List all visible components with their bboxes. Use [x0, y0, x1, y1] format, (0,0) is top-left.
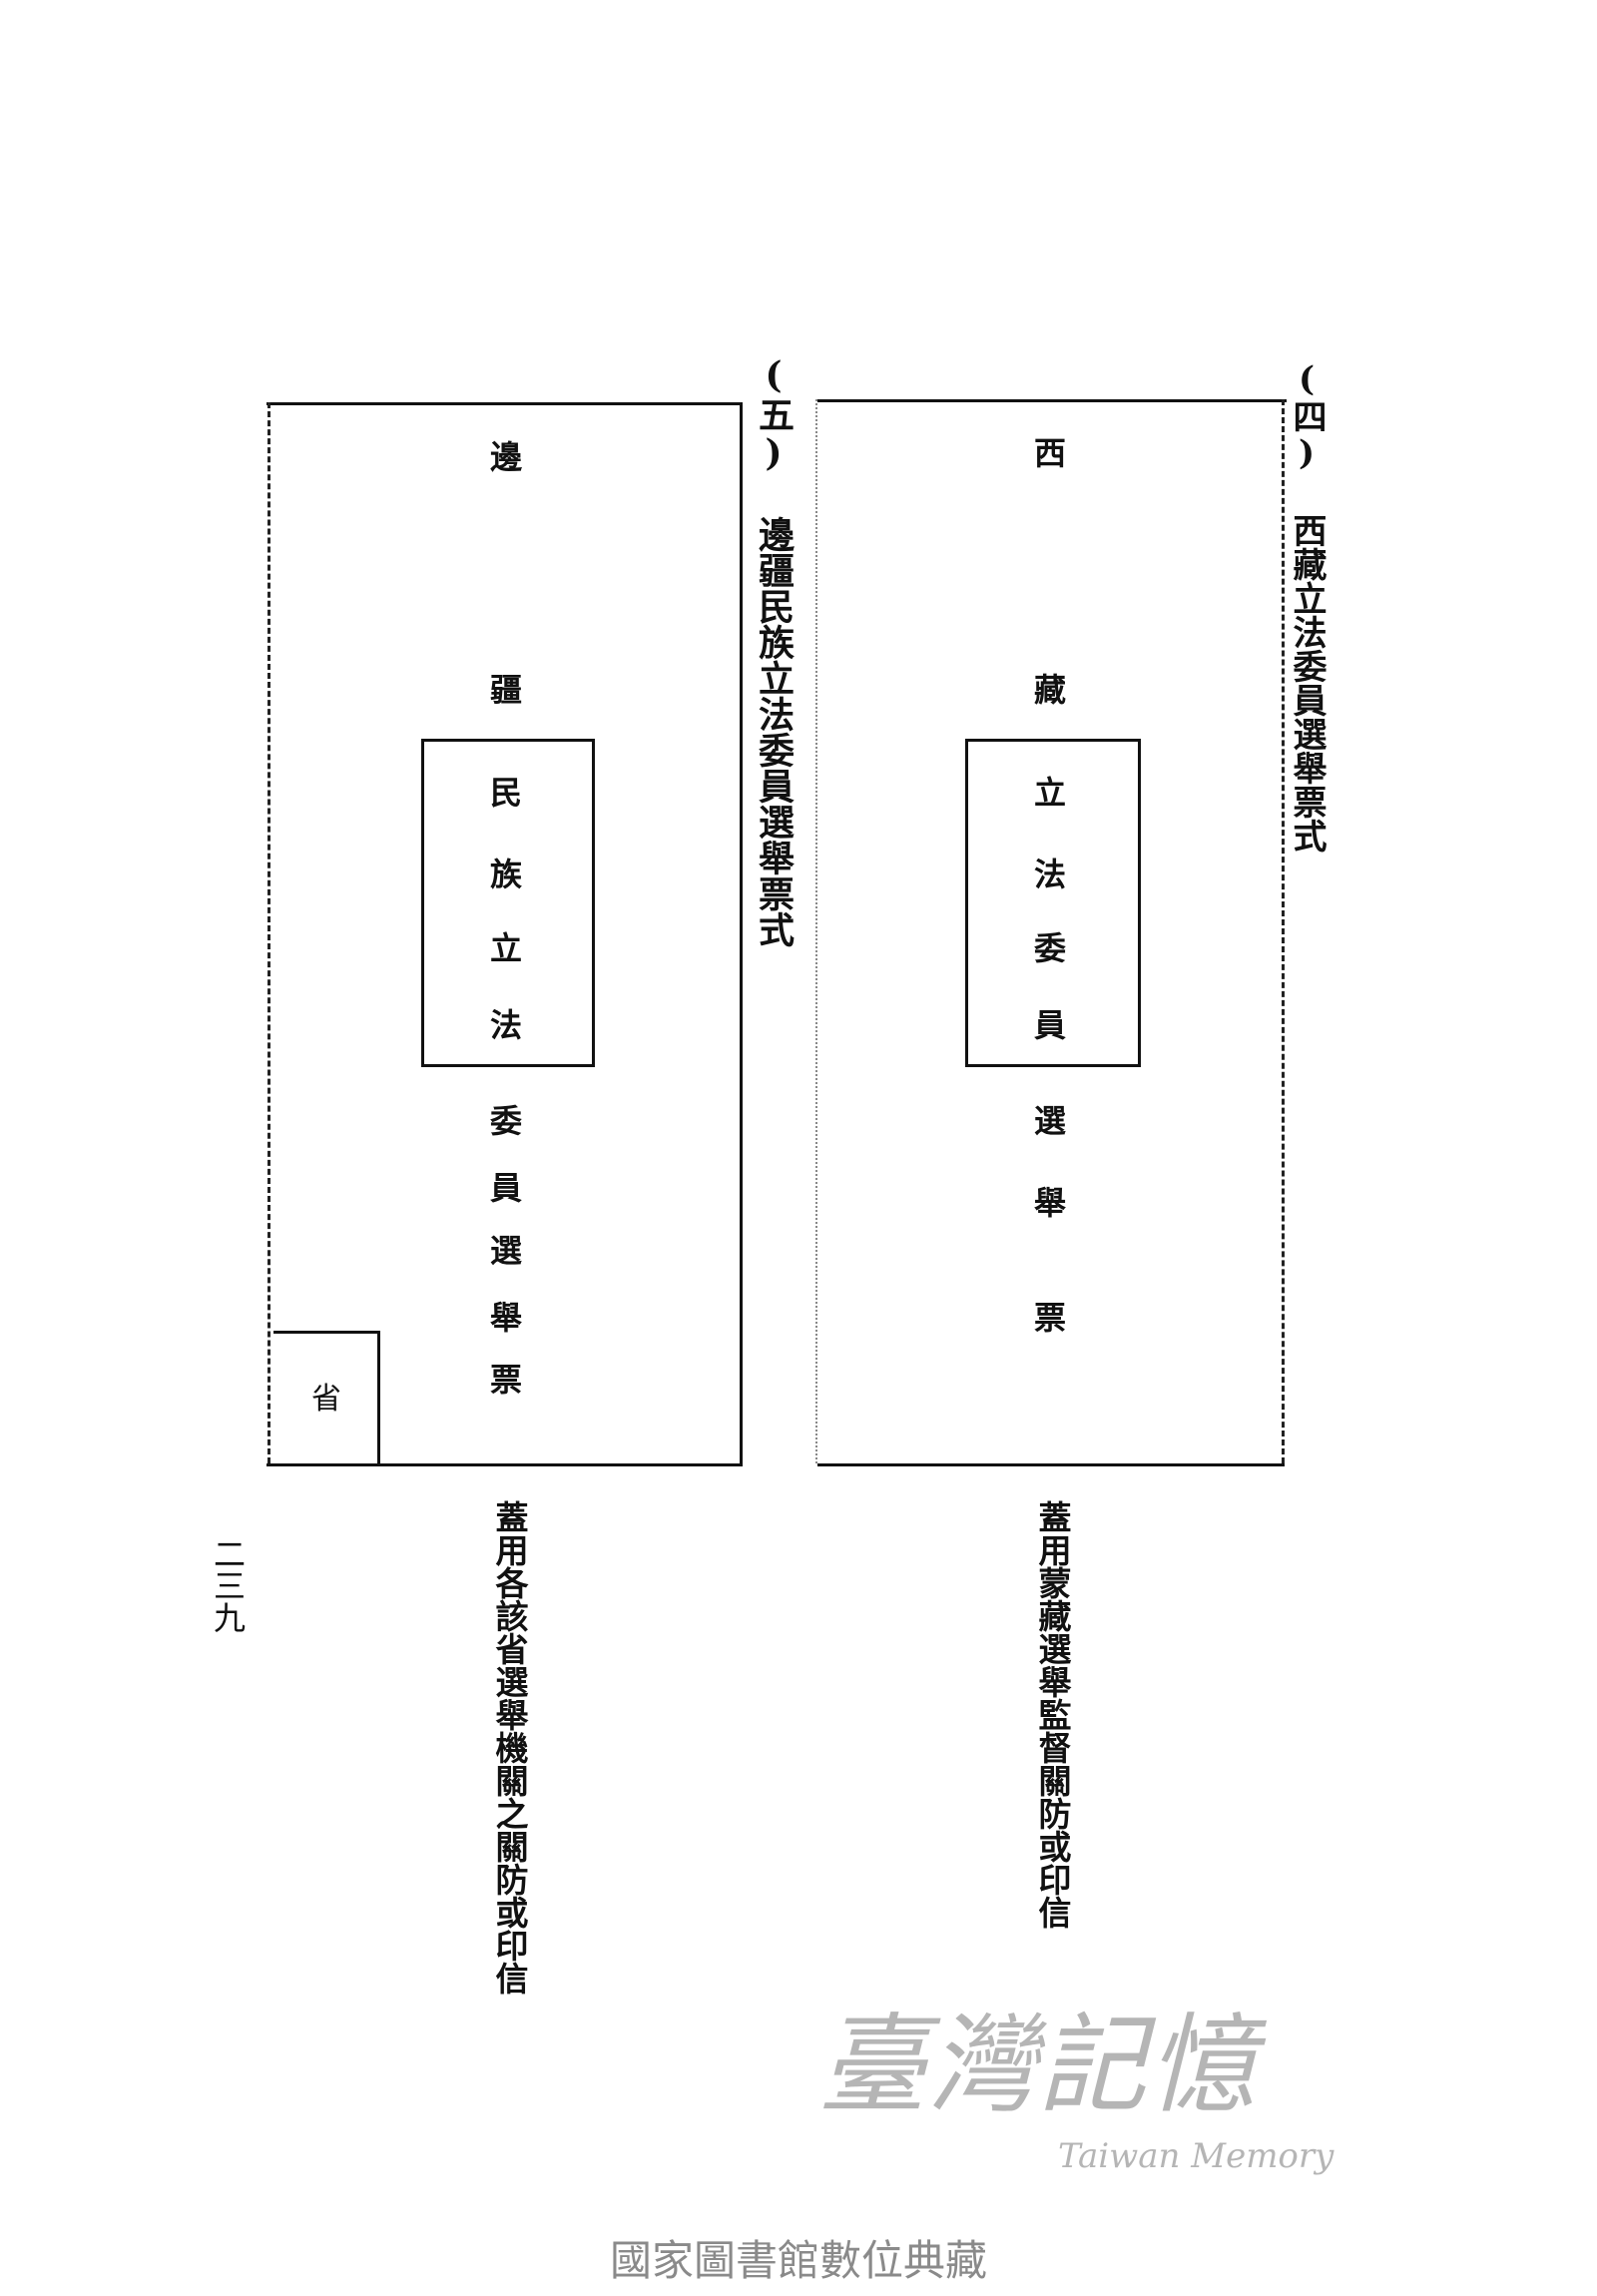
- ballot-char: 藏: [1033, 671, 1067, 709]
- ballot-char: 委: [1033, 929, 1067, 967]
- ballot-top-border: [266, 402, 743, 405]
- ballot-bottom-border: [266, 1463, 743, 1466]
- ballot-char: 委: [489, 1102, 523, 1140]
- page-number: 二三九: [209, 1537, 247, 1633]
- watermark-subtitle: Taiwan Memory: [1058, 2136, 1334, 2176]
- ballot-char: 民: [489, 774, 523, 812]
- ballot-right-border: [740, 402, 743, 1463]
- ballot-inner-box: [965, 739, 1141, 1067]
- footer-credit: 國家圖書館數位典藏: [609, 2236, 987, 2285]
- ballot-char: 舉: [489, 1299, 523, 1337]
- ballot-char: 員: [489, 1169, 523, 1207]
- ballot-left-border: [267, 402, 270, 1463]
- ballot-char: 西: [1033, 434, 1067, 472]
- ballot-char: 疆: [489, 671, 523, 709]
- ballot-char: 員: [1033, 1006, 1067, 1044]
- ballot-char: 法: [489, 1006, 523, 1044]
- watermark-title: 臺灣記憶: [818, 2004, 1259, 2128]
- form-five-heading: (五) 邊疆民族立法委員選舉票式: [753, 354, 795, 947]
- ballot-char: 票: [1033, 1299, 1067, 1337]
- form-four-note: 蓋用蒙藏選舉監督關防或印信: [1033, 1500, 1072, 1929]
- ballot-char: 票: [489, 1361, 523, 1399]
- ballot-top-border: [817, 399, 1287, 402]
- ballot-char: 族: [489, 856, 523, 893]
- ballot-char: 選: [1033, 1102, 1067, 1140]
- ballot-bottom-border: [817, 1463, 1285, 1466]
- ballot-char: 選: [489, 1232, 523, 1270]
- ballot-char: 法: [1033, 856, 1067, 893]
- ballot-left-border: [815, 399, 817, 1463]
- ballot-right-border: [1282, 399, 1285, 1463]
- ballot-char: 舉: [1033, 1184, 1067, 1222]
- ballot-char: 邊: [489, 438, 523, 476]
- province-label: 省: [311, 1382, 341, 1417]
- ballot-char: 立: [1033, 774, 1067, 812]
- province-box: [273, 1331, 380, 1466]
- form-four-heading: (四) 西藏立法委員選舉票式: [1287, 359, 1327, 853]
- form-five-note: 蓋用各該省選舉機關之關防或印信: [490, 1500, 529, 1995]
- ballot-char: 立: [489, 929, 523, 967]
- ballot-inner-box: [421, 739, 595, 1067]
